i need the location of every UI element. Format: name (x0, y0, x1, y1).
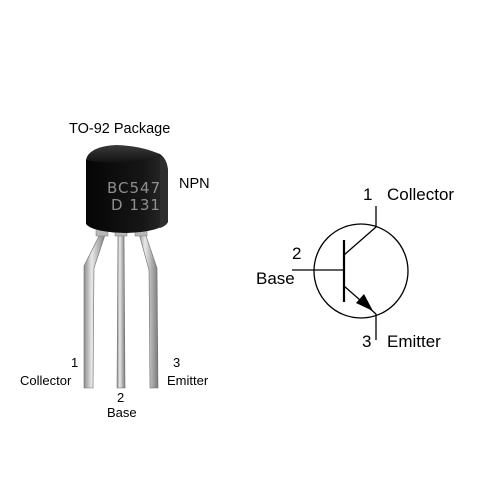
package-title: TO-92 Package (69, 121, 171, 137)
emitter-pin-label: Emitter (167, 373, 209, 388)
body-marking-line2: D 131 (111, 196, 161, 214)
schematic-emitter-number: 3 (362, 332, 372, 351)
emitter-pin-number: 3 (173, 355, 181, 370)
schematic-emitter-label: Emitter (387, 332, 441, 351)
emitter-arrow-icon (356, 294, 373, 311)
schematic-base-label: Base (256, 269, 295, 288)
symbol-circle (313, 223, 409, 319)
schematic-collector-number: 1 (363, 185, 373, 204)
body-marking-line1: BC547 (107, 179, 161, 197)
transistor-type-label: NPN (179, 176, 210, 192)
schematic-base-number: 2 (292, 244, 302, 263)
collector-pin-label: Collector (20, 373, 72, 388)
collector-line-diag (343, 226, 377, 256)
base-pin-label: Base (107, 405, 137, 420)
collector-pin-number: 1 (71, 355, 79, 370)
base-pin-number: 2 (117, 390, 125, 405)
schematic-collector-label: Collector (387, 185, 455, 204)
transistor-body (86, 145, 168, 233)
